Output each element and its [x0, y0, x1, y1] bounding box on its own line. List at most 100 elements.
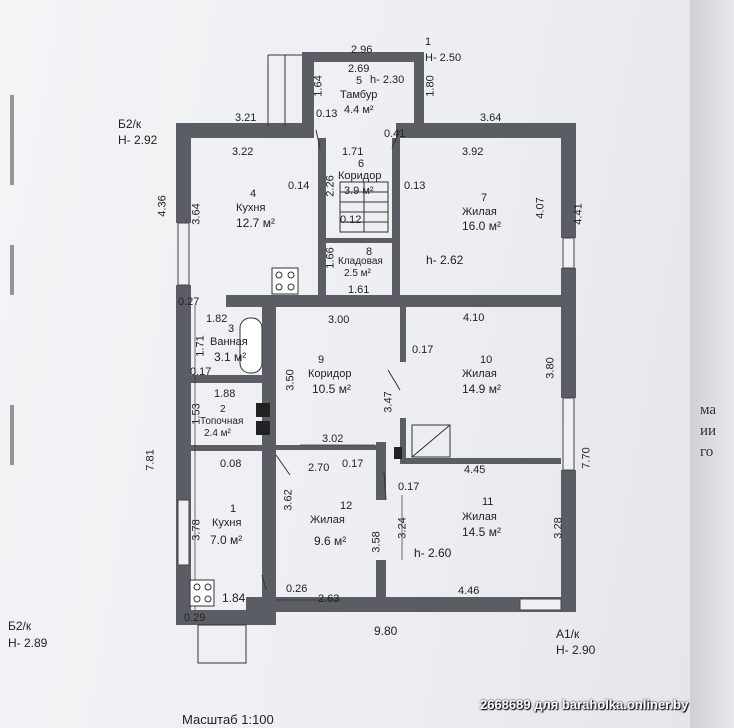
room-10-name: Жилая [462, 368, 497, 380]
dim-label: 0.17 [412, 344, 434, 356]
dim-label: 0.13 [404, 180, 426, 192]
dim-label: 0.17 [398, 481, 420, 493]
dim-label-total-width: 9.80 [374, 624, 398, 638]
windows [177, 222, 575, 611]
adjacent-page [690, 0, 734, 728]
room-11-name: Жилая [462, 511, 497, 523]
room-12-number: 12 [340, 500, 353, 512]
watermark: 2668689 для baraholka.onliner.by [480, 697, 689, 712]
chimney-blocks [256, 403, 402, 459]
room-2-name: Топочная [200, 416, 244, 427]
corner-b2k-top: Б2/к [118, 117, 142, 131]
dim-label: 2.63 [318, 593, 340, 605]
dim-label: 1.82 [206, 313, 228, 325]
right-page-fragment: ма [700, 402, 717, 418]
dim-label: 3.58 [370, 531, 383, 553]
room-8-area: 2.5 м² [344, 268, 371, 279]
dim-label: 1.80 [424, 75, 437, 97]
dim-label: 2.26 [324, 175, 337, 197]
dim-label: 3.64 [190, 203, 203, 225]
dim-label: 3.80 [544, 357, 557, 379]
left-edge-mark [10, 245, 14, 295]
dim-label: 2.70 [308, 462, 330, 474]
corner-a1k: А1/к [556, 627, 580, 641]
dim-label: 0.17 [190, 366, 212, 378]
dim-label: 0.13 [316, 108, 338, 120]
left-edge-mark [10, 95, 14, 185]
room-8-name: Кладовая [338, 256, 383, 267]
room-8-number: 8 [366, 246, 373, 258]
room-10-area: 14.9 м² [462, 382, 501, 396]
left-edge-mark [10, 405, 14, 465]
dim-label: 3.47 [382, 391, 395, 413]
height-bottom: h- 2.60 [414, 546, 452, 560]
room-1-number: 1 [230, 503, 237, 515]
room-3-number: 3 [228, 323, 235, 335]
room-3-area: 3.1 м² [214, 350, 247, 364]
dim-label: 3.28 [552, 517, 565, 539]
dim-label: 3.24 [396, 517, 409, 539]
dim-label: 2.96 [351, 44, 373, 56]
room-9-number: 9 [318, 354, 325, 366]
dim-label: 0.17 [342, 458, 364, 470]
room-4-area: 12.7 м² [236, 216, 275, 230]
right-page-fragment: ии [700, 423, 717, 439]
interior-walls [191, 138, 561, 615]
room-5-height: h- 2.30 [370, 74, 405, 86]
dim-label: 4.41 [572, 203, 585, 225]
dim-label: 1.61 [348, 284, 370, 296]
dim-label: 3.22 [232, 146, 254, 158]
dim-label: 4.45 [464, 464, 486, 476]
dim-label: 7.70 [580, 447, 593, 469]
dim-label: 1.71 [342, 146, 364, 158]
right-page-fragment: го [700, 444, 714, 460]
room-12-area: 9.6 м² [314, 534, 347, 548]
dim-label: 2.69 [348, 63, 370, 75]
room-3-name: Ванная [210, 336, 248, 348]
dim-label: 1.71 [194, 335, 207, 357]
room-2-number: 2 [220, 404, 226, 415]
room-6-area: 3.9 м² [344, 185, 374, 197]
room-9-name: Коридор [308, 368, 352, 380]
corner-b2k-bottom-height: H- 2.89 [8, 636, 48, 650]
dim-label: 3.62 [282, 489, 295, 511]
dim-label: 4.07 [534, 197, 547, 219]
room-9-area: 10.5 м² [312, 382, 351, 396]
dim-label: 1.84 [222, 591, 246, 605]
dim-label: 3.02 [322, 433, 344, 445]
bathtub [239, 317, 263, 374]
room-4-name: Кухня [236, 202, 266, 214]
room-6-number: 6 [358, 158, 365, 170]
dim-label: 0.26 [286, 583, 308, 595]
detail-lines [194, 54, 451, 664]
scale-note: Масштаб 1:100 [182, 712, 274, 727]
room-1-area: 7.0 м² [210, 533, 243, 547]
dim-label: 1.66 [324, 247, 337, 269]
dim-label: 3.92 [462, 146, 484, 158]
room-2-area: 2.4 м² [204, 428, 231, 439]
dim-label: 3.50 [284, 369, 297, 391]
room-11-number: 11 [482, 496, 494, 508]
dim-label: 3.64 [480, 112, 502, 124]
room-7-area: 16.0 м² [462, 219, 501, 233]
height-top: h- 2.62 [426, 253, 464, 267]
corner-b2k-top-height: H- 2.92 [118, 133, 158, 147]
corner-b2k-bottom: Б2/к [8, 619, 32, 633]
room-11-area: 14.5 м² [462, 525, 501, 539]
corner-a1k-height: H- 2.90 [556, 643, 596, 657]
dim-label: 3.00 [328, 314, 350, 326]
dim-label: 0.27 [178, 296, 200, 308]
dim-label: 4.10 [463, 312, 485, 324]
room-5-area: 4.4 м² [344, 104, 374, 116]
dim-label: 0.08 [220, 458, 242, 470]
room-6-name: Коридор [338, 170, 382, 182]
dim-label: 4.46 [458, 585, 480, 597]
room-7-number: 7 [481, 192, 488, 204]
room-5-number: 5 [356, 75, 363, 87]
room-4-number: 4 [250, 188, 257, 200]
dim-label: 7.81 [144, 449, 157, 471]
dim-label: 1.88 [214, 388, 236, 400]
entrance-height: H- 2.50 [425, 52, 462, 64]
room-1-name: Кухня [212, 517, 242, 529]
